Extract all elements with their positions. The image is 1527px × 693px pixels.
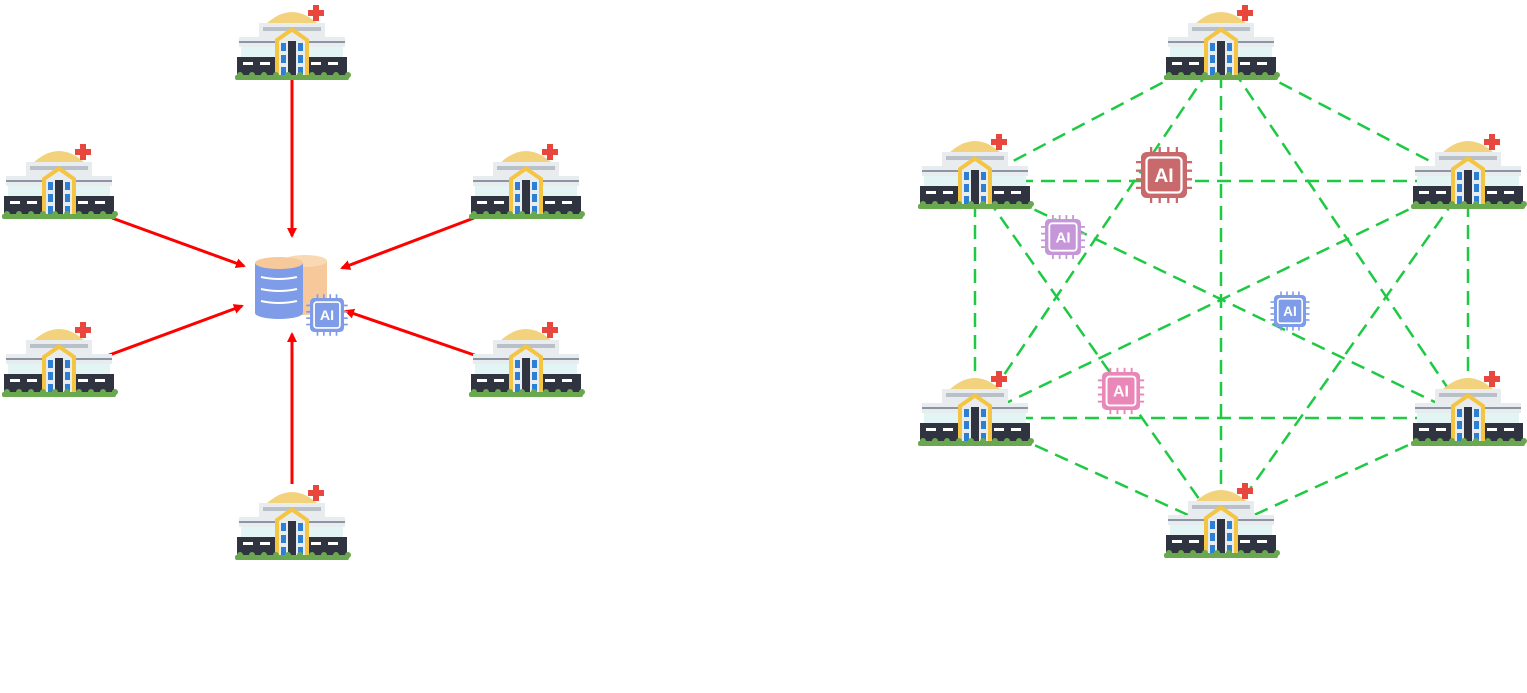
- ai-chip-icon: AI: [1270, 291, 1310, 331]
- ai-chip-label: AI: [1154, 166, 1173, 187]
- ai-chip-icon: AI: [306, 294, 348, 336]
- ai-chip-icon: AI: [1097, 367, 1145, 415]
- hospital-icon: [235, 5, 351, 80]
- ai-chip-icon: AI: [1041, 215, 1085, 259]
- mesh-link: [974, 179, 1469, 420]
- hospital-icon: [1411, 134, 1527, 209]
- mesh-links: [973, 50, 1470, 532]
- ai-chip-label: AI: [1055, 229, 1070, 246]
- decentralized-topology: AI AI AI AI: [918, 5, 1527, 558]
- mesh-link: [973, 180, 1223, 531]
- arrow-lower-right-to-server: [344, 308, 481, 359]
- mesh-link: [1219, 51, 1470, 419]
- mesh-link: [973, 51, 1223, 419]
- hospital-icon: [918, 134, 1034, 209]
- hospital-icon: [918, 371, 1034, 446]
- arrow-lower-left-to-server: [103, 304, 244, 359]
- hospital-icon: [1164, 483, 1280, 558]
- ai-chip-label: AI: [1113, 384, 1129, 401]
- hospital-icon: [235, 485, 351, 560]
- ai-chip-icon: AI: [1135, 146, 1193, 204]
- arrow-upper-right-to-server: [340, 216, 475, 270]
- centralized-topology: AI: [2, 5, 585, 560]
- hospital-icon: [2, 144, 118, 219]
- hospital-icon: [469, 322, 585, 397]
- hospital-icon: [1411, 371, 1527, 446]
- hospital-icon: [1164, 5, 1280, 80]
- database-icon: [255, 255, 327, 319]
- upload-arrows: [103, 80, 481, 484]
- hospital-icon: [469, 144, 585, 219]
- ai-chip-label: AI: [1283, 304, 1296, 319]
- hospital-icon: [2, 322, 118, 397]
- central-server: AI: [255, 255, 348, 336]
- mesh-link: [1219, 180, 1470, 531]
- ai-chip-label: AI: [320, 308, 334, 324]
- arrow-upper-left-to-server: [111, 216, 246, 268]
